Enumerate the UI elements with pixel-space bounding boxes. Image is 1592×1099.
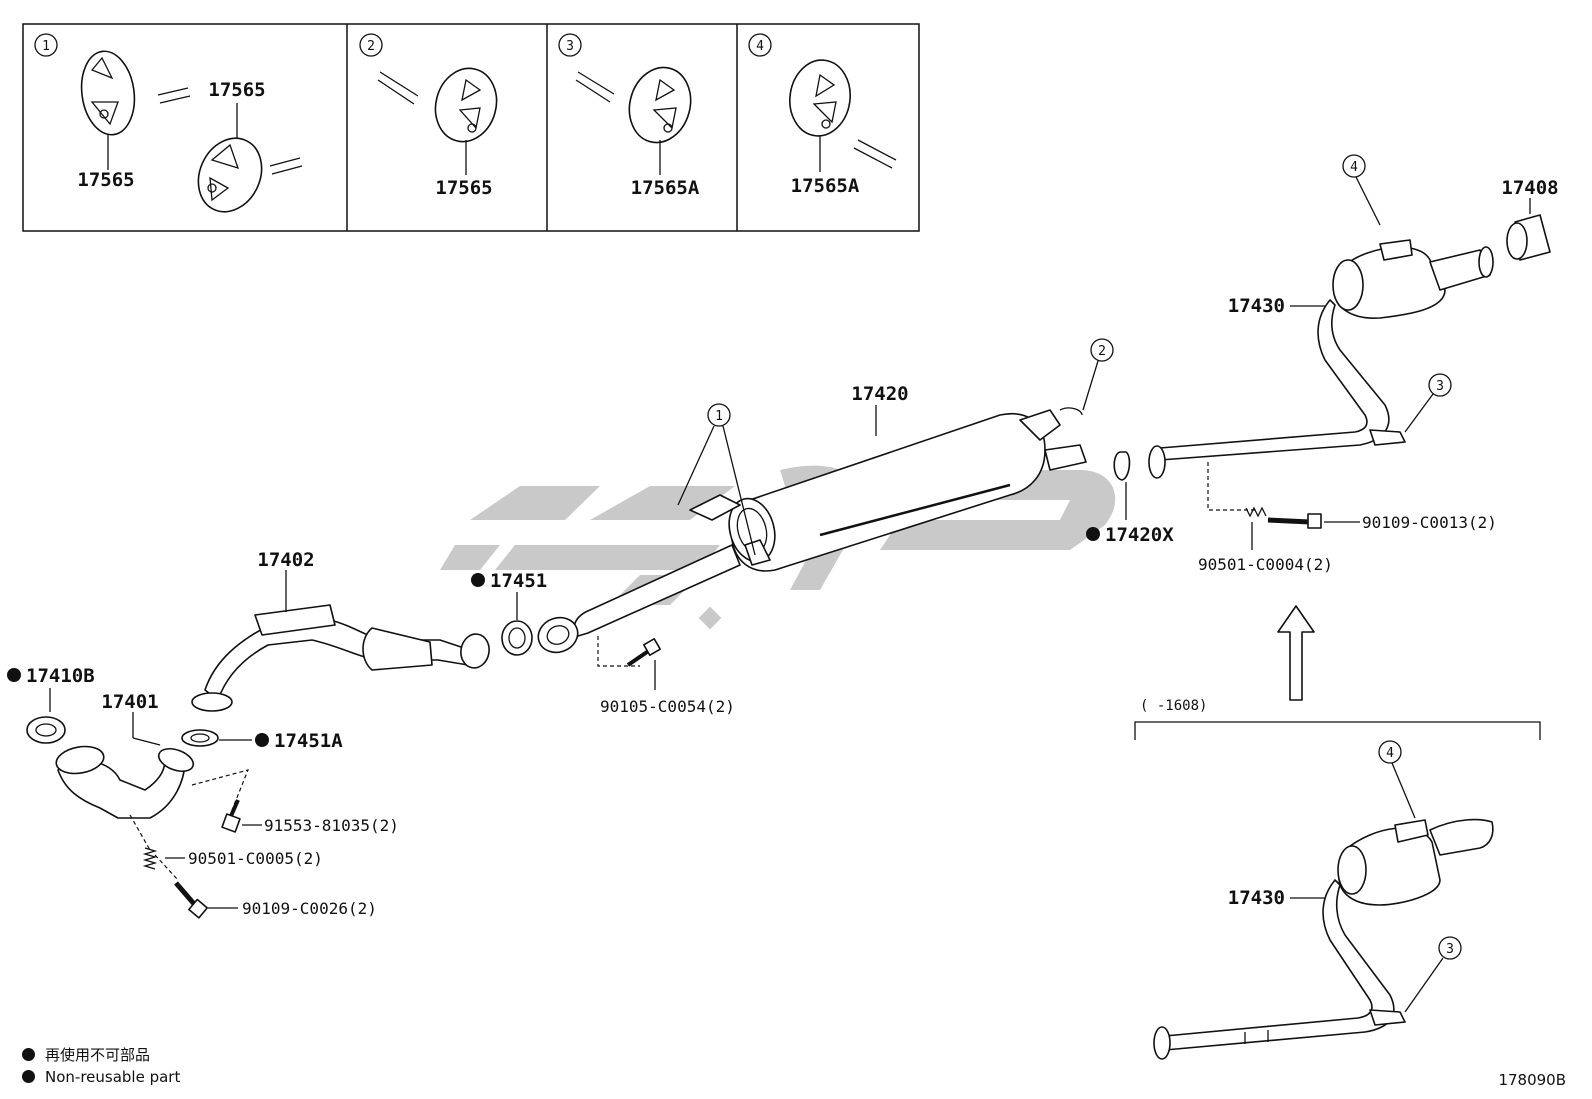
part-90501-c0004-label: 90501-C0004(2) [1198, 555, 1333, 574]
part-17402-label: 17402 [257, 549, 314, 571]
part-17430-label: 17430 [1228, 295, 1285, 317]
callout-2: 2 [1098, 344, 1106, 359]
bolt-90109 [174, 881, 209, 919]
bolt-90109-c0013 [1267, 513, 1322, 529]
rubber-hanger-icon [434, 67, 498, 143]
arrow-up-icon [1277, 605, 1315, 701]
bolt-90105 [626, 638, 661, 667]
part-90501-c0005-label: 90501-C0005(2) [188, 849, 323, 868]
inset-panel-4: 4 17565A [748, 33, 897, 197]
tail-pipe-assembly-lower [1153, 818, 1494, 1060]
front-pipe-catalytic-converter [191, 604, 490, 712]
exhaust-pipe-17401 [55, 745, 195, 819]
part-number-label: 17565 [208, 79, 265, 101]
callout-number: 2 [367, 39, 375, 54]
non-reusable-dot [255, 733, 269, 747]
part-17420-label: 17420 [851, 383, 908, 405]
part-90105-label: 90105-C0054(2) [600, 697, 735, 716]
part-17401-label: 17401 [101, 691, 158, 713]
part-number-label: 17565A [791, 175, 860, 197]
diagram-id: 178090B [1498, 1071, 1566, 1089]
callout-number: 1 [42, 39, 50, 54]
part-17451-label: 17451 [490, 570, 547, 592]
callout-4-lower: 4 [1386, 746, 1394, 761]
non-reusable-dot [1086, 527, 1100, 541]
callout-3: 3 [1436, 379, 1444, 394]
part-17410b-label: 17410B [26, 665, 95, 687]
callout-3-lower: 3 [1446, 942, 1454, 957]
inset-panel-1: 1 17565 17565 [34, 33, 303, 213]
part-17408-label: 17408 [1501, 177, 1558, 199]
non-reusable-dot [471, 573, 485, 587]
flange-gasket [537, 616, 579, 654]
part-number-label: 17565A [631, 177, 700, 199]
inset-panel-2: 2 17565 [359, 33, 498, 199]
part-91553-label: 91553-81035(2) [264, 816, 399, 835]
legend-jp-text: 再使用不可部品 [45, 1046, 151, 1064]
part-number-label: 17565 [77, 169, 134, 191]
gasket-17410b [26, 716, 66, 744]
gasket-17451a [181, 729, 219, 747]
legend-jp: 再使用不可部品 [22, 1044, 150, 1065]
part-number-label: 17565 [435, 177, 492, 199]
gasket-17451 [501, 620, 533, 656]
date-range-label: ( -1608) [1140, 698, 1207, 714]
rubber-hanger-icon [80, 50, 136, 136]
legend-en: Non-reusable part [22, 1068, 180, 1086]
legend-dot-icon [22, 1070, 35, 1083]
rubber-hanger-icon [789, 59, 851, 137]
gasket-17420x [1113, 451, 1131, 481]
part-90109-c0026-label: 90109-C0026(2) [242, 899, 377, 918]
inset-box [22, 23, 920, 232]
callout-number: 3 [566, 39, 574, 54]
tail-pipe-tip-17408 [1506, 214, 1551, 261]
callout-4: 4 [1350, 160, 1358, 175]
part-17430-alt-label: 17430 [1228, 887, 1285, 909]
part-17420x-label: 17420X [1105, 524, 1174, 546]
legend-en-text: Non-reusable part [45, 1068, 181, 1086]
tail-pipe-assembly-upper [1148, 239, 1494, 479]
callout-1: 1 [715, 409, 723, 424]
bolt-91553 [221, 799, 241, 833]
non-reusable-dot [7, 668, 21, 682]
spring-90501 [142, 847, 158, 870]
callout-number: 4 [756, 39, 764, 54]
part-90109-c0013-label: 90109-C0013(2) [1362, 513, 1497, 532]
center-muffler-assembly [537, 407, 1087, 654]
part-17451a-label: 17451A [274, 730, 343, 752]
rubber-hanger-icon [197, 137, 263, 213]
inset-panel-3: 3 17565A [558, 33, 700, 199]
spring-90501-c0004 [1245, 506, 1267, 518]
legend-dot-icon [22, 1048, 35, 1061]
rubber-hanger-icon [628, 66, 692, 144]
